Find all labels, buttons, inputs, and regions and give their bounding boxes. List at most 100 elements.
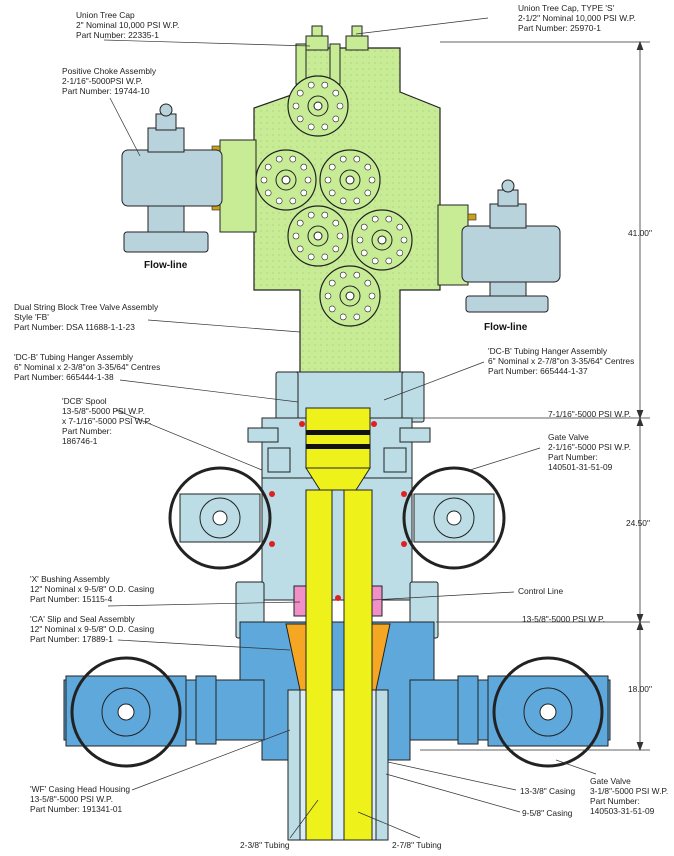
flange-bolt xyxy=(292,102,300,110)
label-line: 'DCB' Spool xyxy=(62,396,107,406)
flange-bolt xyxy=(332,89,340,97)
flange-bolt xyxy=(264,189,272,197)
gate-valve-upper-right xyxy=(402,466,506,570)
label-line: 'WF' Casing Head Housing xyxy=(30,784,131,794)
flange-bolt xyxy=(328,189,336,197)
flange-bolt xyxy=(339,271,347,279)
gate-valve-lower-right xyxy=(487,656,609,768)
dimension-18: 18.00" xyxy=(628,684,652,694)
flange-bolt xyxy=(321,123,329,131)
flange-bore xyxy=(313,101,323,111)
flange-bolt xyxy=(296,115,304,123)
label-tubing-238: 2-3/8" Tubing xyxy=(240,840,290,850)
choke-right xyxy=(461,179,561,313)
flowline-right-label: Flow-line xyxy=(484,322,528,333)
label-union-tree-cap-type-s: Union Tree Cap, TYPE 'S'2-1/2" Nominal 1… xyxy=(518,3,636,33)
flange-bolt xyxy=(353,197,361,205)
flange-bolt xyxy=(321,211,329,219)
label-line: Part Number: xyxy=(590,796,640,806)
label-line: 186746-1 xyxy=(62,436,98,446)
union-tree-cap xyxy=(295,25,341,85)
flange-bolt xyxy=(400,236,408,244)
label-line: 2-1/16"-5000 PSI W.P. xyxy=(548,442,631,452)
flange-bolt xyxy=(364,163,372,171)
tubing-strings xyxy=(305,407,373,841)
gate-valve-lower-left xyxy=(65,656,187,768)
label-line: 'X' Bushing Assembly xyxy=(30,574,110,584)
label-tubing-278: 2-7/8" Tubing xyxy=(392,840,442,850)
label-line: 9-5/8" Casing xyxy=(522,808,573,818)
label-casing-9: 9-5/8" Casing xyxy=(522,808,572,818)
flange-bolt xyxy=(353,313,361,321)
flange-bolt xyxy=(368,292,376,300)
label-line: Part Number: xyxy=(62,426,112,436)
label-line: 140503-31-51-09 xyxy=(590,806,655,816)
flange-bolt xyxy=(360,249,368,257)
flange-bore xyxy=(313,231,323,241)
flange-bolt xyxy=(304,176,312,184)
label-line: 2-7/8" Tubing xyxy=(392,840,442,850)
flange-bolt xyxy=(260,176,268,184)
flange-bolt xyxy=(300,189,308,197)
flange-bolt xyxy=(396,223,404,231)
flange-bolt xyxy=(385,215,393,223)
label-line: 2" Nominal 10,000 PSI W.P. xyxy=(76,20,180,30)
flange-bolt xyxy=(336,102,344,110)
flange-bolt xyxy=(371,215,379,223)
label-line: Part Number: DSA 11688-1-1-23 xyxy=(14,322,135,332)
flange-bolt xyxy=(332,219,340,227)
flange-bolt xyxy=(328,305,336,313)
label-line: 12" Nominal x 9-5/8" O.D. Casing xyxy=(30,584,155,594)
flange-bolt xyxy=(328,163,336,171)
flange-bolt xyxy=(364,305,372,313)
flange-bore xyxy=(281,175,291,185)
flange-bolt xyxy=(336,232,344,240)
label-line: 3-1/8"-5000 PSI W.P. xyxy=(590,786,669,796)
label-line: 'DC-B' Tubing Hanger Assembly xyxy=(488,346,608,356)
label-line: Part Number: 25970-1 xyxy=(518,23,601,33)
flange-bolt xyxy=(328,279,336,287)
flange-bolt xyxy=(292,232,300,240)
choke-left xyxy=(121,103,223,253)
seal-markers xyxy=(269,421,407,601)
label-line: Style 'FB' xyxy=(14,312,49,322)
flange-bolt xyxy=(371,257,379,265)
pressure-7-1-16: 7-1/16"-5000 PSI W.P. xyxy=(548,409,631,419)
label-line: Dual String Block Tree Valve Assembly xyxy=(14,302,159,312)
gate-valve-upper-left xyxy=(168,466,272,570)
label-line: Part Number: xyxy=(548,452,598,462)
flange-bolt xyxy=(296,89,304,97)
flange-bolt xyxy=(321,253,329,261)
flange-bolt xyxy=(324,176,332,184)
label-line: 2-1/16"-5000PSI W.P. xyxy=(62,76,143,86)
label-line: 12" Nominal x 9-5/8" O.D. Casing xyxy=(30,624,155,634)
label-line: Gate Valve xyxy=(548,432,589,442)
label-line: Part Number: 15115-4 xyxy=(30,594,113,604)
label-line: 'CA' Slip and Seal Assembly xyxy=(30,614,135,624)
label-line: Union Tree Cap, TYPE 'S' xyxy=(518,3,615,13)
label-line: Gate Valve xyxy=(590,776,631,786)
label-line: Union Tree Cap xyxy=(76,10,135,20)
flange-bolt xyxy=(275,155,283,163)
flange-bolt xyxy=(353,155,361,163)
flange-bolt xyxy=(275,197,283,205)
label-line: 6" Nominal x 2-7/8"on 3-35/64" Centres xyxy=(488,356,635,366)
flange-bolt xyxy=(307,253,315,261)
flange-bolt xyxy=(321,81,329,89)
flange-bolt xyxy=(324,292,332,300)
flange-bolt xyxy=(360,223,368,231)
label-line: Part Number: 191341-01 xyxy=(30,804,123,814)
flange-bolt xyxy=(353,271,361,279)
tree-valve-flanges xyxy=(255,75,413,327)
